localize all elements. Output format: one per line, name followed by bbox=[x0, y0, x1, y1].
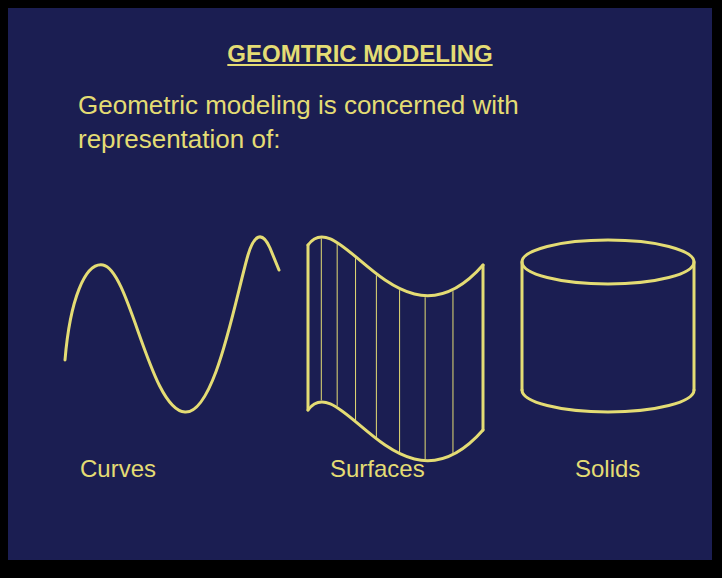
figure-caption: Curves bbox=[80, 455, 240, 483]
intro-text: Geometric modeling is concerned with rep… bbox=[78, 88, 658, 156]
figure-caption: Surfaces bbox=[330, 455, 490, 483]
surface-figure bbox=[308, 237, 483, 461]
surface-ruling bbox=[425, 298, 426, 459]
curve-figure bbox=[65, 237, 279, 412]
figure-caption: Solids bbox=[575, 455, 705, 483]
slide-title: GEOMTRIC MODELING bbox=[8, 40, 712, 68]
surface-ruling bbox=[355, 259, 356, 420]
surface-ruling bbox=[399, 291, 400, 452]
surface-ruling bbox=[452, 292, 453, 453]
surface-ruling bbox=[376, 276, 377, 437]
solid-cylinder bbox=[522, 240, 694, 412]
surface-ruling bbox=[337, 245, 338, 406]
surface-ruling bbox=[321, 239, 322, 400]
